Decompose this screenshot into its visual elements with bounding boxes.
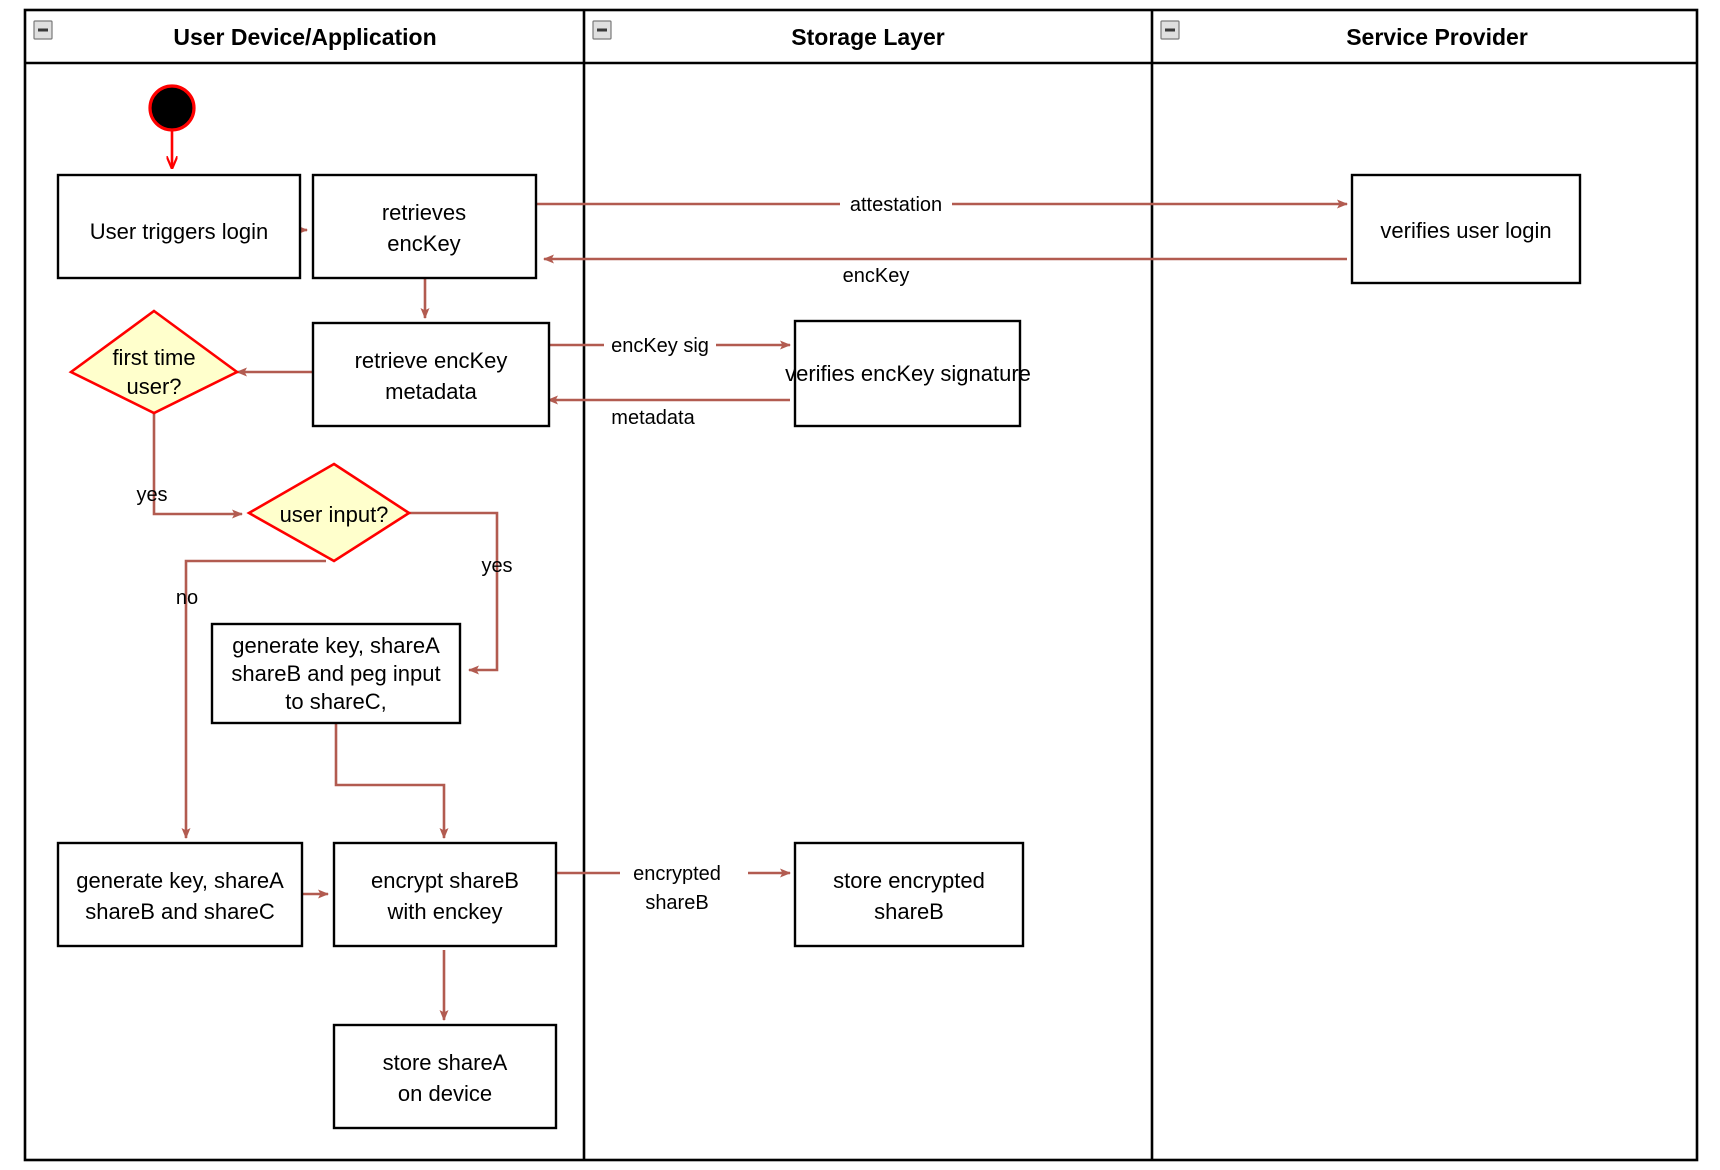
edge-label-enckey-sig: encKey sig — [604, 333, 716, 357]
initial-node[interactable] — [148, 84, 196, 132]
node-user-triggers-login-label: User triggers login — [90, 219, 269, 244]
node-store-encrypted-shareb-label-1: store encrypted — [833, 868, 985, 893]
edge-label-metadata-text: metadata — [611, 407, 695, 429]
edge-first-time-user-yes — [152, 413, 243, 519]
node-generate-shares-label-2: shareB and shareC — [85, 899, 275, 924]
node-first-time-user-decision[interactable]: first time user? — [68, 309, 240, 415]
edge-label-encrypted-line2: shareB — [645, 892, 708, 914]
node-store-sharea-label-2: on device — [398, 1081, 492, 1106]
lane-header-user-device[interactable]: User Device/Application — [33, 20, 437, 50]
node-generate-peg-label-2: shareB and peg input — [231, 661, 440, 686]
node-first-time-user-label-2: user? — [126, 374, 181, 399]
node-encrypt-shareb[interactable]: encrypt shareB with enckey — [332, 841, 558, 948]
node-store-sharea-label-1: store shareA — [383, 1050, 508, 1075]
node-store-encrypted-shareb-label-2: shareB — [874, 899, 944, 924]
node-encrypt-shareb-label-2: with enckey — [387, 899, 503, 924]
node-first-time-user-label-1: first time — [112, 345, 195, 370]
lane-title-service-provider: Service Provider — [1346, 24, 1528, 50]
node-user-triggers-login[interactable]: User triggers login — [56, 173, 302, 280]
node-retrieve-enckey-metadata-label-1: retrieve encKey — [355, 348, 508, 373]
swimlane-frame — [23, 8, 1699, 1162]
edge-label-encrypted-line1: encrypted — [633, 863, 721, 885]
node-generate-peg-label-3: to shareC, — [285, 689, 387, 714]
node-retrieve-enckey-metadata-label-2: metadata — [385, 379, 477, 404]
edge-label-user-input-no-text: no — [176, 587, 198, 609]
lane-header-service-provider[interactable]: Service Provider — [1160, 20, 1528, 50]
collapse-icon[interactable] — [1160, 20, 1180, 40]
node-generate-shares[interactable]: generate key, shareA shareB and shareC — [56, 841, 304, 948]
edge-label-first-time-user-yes: yes — [136, 484, 167, 506]
node-user-input-label: user input? — [280, 502, 389, 527]
edge-label-encrypted-shareb: encrypted shareB — [620, 861, 748, 914]
node-verifies-enckey-signature[interactable]: verifies encKey signature — [785, 319, 1031, 428]
node-verifies-enckey-signature-label: verifies encKey signature — [785, 361, 1031, 386]
node-store-sharea[interactable]: store shareA on device — [332, 1023, 558, 1130]
collapse-icon[interactable] — [592, 20, 612, 40]
edge-label-enckey-sig-text: encKey sig — [611, 335, 709, 357]
edge-label-user-input-yes-text: yes — [481, 555, 512, 577]
edge-label-attestation-text: attestation — [850, 194, 942, 216]
edge-user-input-yes — [409, 511, 499, 675]
edge-peg-to-encrypt — [334, 723, 449, 839]
edge-user-input-no — [181, 559, 326, 839]
lane-title-storage: Storage Layer — [791, 24, 944, 50]
node-generate-shares-label-1: generate key, shareA — [76, 868, 284, 893]
node-retrieve-enckey-metadata[interactable]: retrieve encKey metadata — [311, 321, 551, 428]
lane-header-storage[interactable]: Storage Layer — [592, 20, 945, 50]
node-verifies-user-login-label: verifies user login — [1380, 218, 1551, 243]
node-generate-peg-label-1: generate key, shareA — [232, 633, 440, 658]
node-user-input-decision[interactable]: user input? — [246, 462, 412, 563]
node-retrieves-enckey-label-2: encKey — [387, 231, 460, 256]
edge-label-first-time-user-yes-text: yes — [136, 484, 167, 506]
edge-label-user-input-no: no — [176, 587, 198, 609]
node-store-encrypted-shareb[interactable]: store encrypted shareB — [793, 841, 1025, 948]
node-encrypt-shareb-label-1: encrypt shareB — [371, 868, 519, 893]
edge-label-enckey-text: encKey — [843, 265, 910, 287]
node-generate-peg[interactable]: generate key, shareA shareB and peg inpu… — [210, 622, 462, 725]
collapse-icon[interactable] — [33, 20, 53, 40]
edge-label-attestation: attestation — [840, 192, 952, 216]
edge-label-metadata: metadata — [611, 407, 695, 429]
node-retrieves-enckey-label-1: retrieves — [382, 200, 466, 225]
node-retrieves-enckey[interactable]: retrieves encKey — [311, 173, 538, 280]
edge-label-enckey: encKey — [843, 265, 910, 287]
lane-title-user-device: User Device/Application — [173, 24, 436, 50]
node-verifies-user-login[interactable]: verifies user login — [1350, 173, 1582, 285]
edge-label-user-input-yes: yes — [481, 555, 512, 577]
